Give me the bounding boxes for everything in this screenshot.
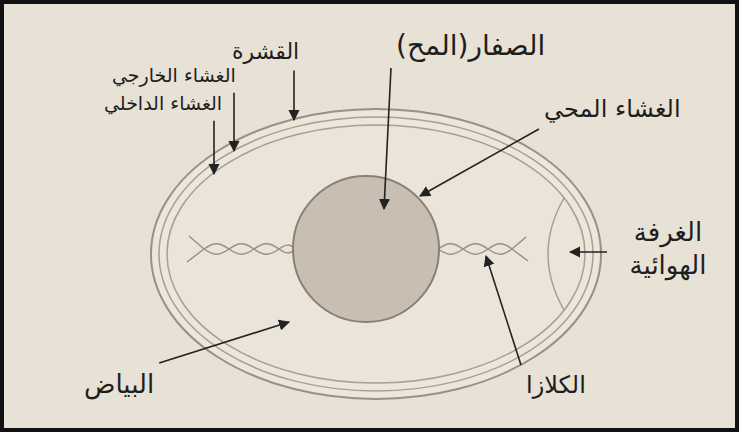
- leader-line: [159, 322, 289, 363]
- part-label: القشرة: [232, 38, 299, 66]
- leader-line: [384, 68, 391, 209]
- outer-membrane: [159, 117, 593, 391]
- part-label: الصفار(المح): [396, 28, 545, 63]
- part-label: الغشاء الداخلي: [104, 92, 222, 116]
- yolk: [293, 176, 439, 322]
- leader-line: [486, 256, 521, 365]
- part-label: الغشاء الخارجي: [112, 64, 236, 88]
- part-label: الغرفة الهوائية: [612, 216, 724, 281]
- inner-membrane: [167, 125, 585, 383]
- part-label: الغشاء المحي: [544, 94, 681, 124]
- leader-line: [213, 121, 215, 174]
- air-cell-line: [548, 198, 564, 310]
- leader-line: [570, 251, 607, 253]
- leader-line: [233, 93, 235, 151]
- leader-line: [420, 129, 539, 196]
- egg-shell: [151, 109, 601, 399]
- leader-line: [293, 71, 295, 121]
- part-label: الكلازا: [526, 370, 586, 400]
- part-label: البياض: [84, 368, 154, 401]
